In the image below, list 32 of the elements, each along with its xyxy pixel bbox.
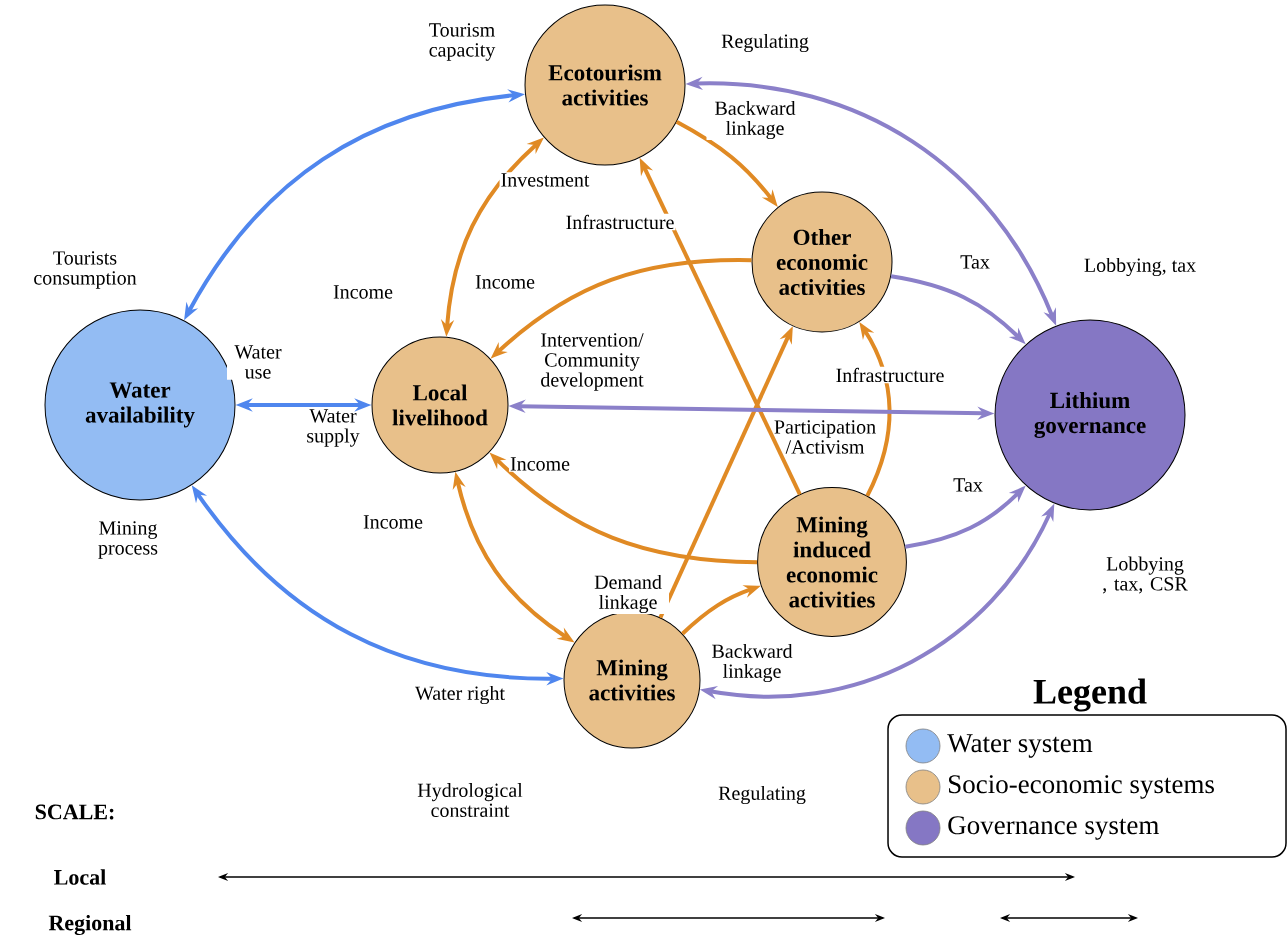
note-text: Tourists consumption <box>34 251 137 289</box>
edge-label: Income <box>362 514 424 530</box>
edge-label: Regulating <box>717 784 807 806</box>
edge-label: Water use <box>227 344 289 380</box>
edge-label: Investment <box>499 172 591 188</box>
legend-label: Water system <box>947 734 1093 758</box>
legend-title: Legend <box>1033 678 1147 712</box>
legend-label: Governance system <box>948 816 1159 840</box>
edge-label: Income <box>509 456 571 472</box>
note-text: Hydrological constraint <box>417 782 523 818</box>
legend-label: Socio-economic systems <box>949 775 1214 799</box>
note-text: Participation /Activism <box>774 420 876 454</box>
edge-label: Tax <box>959 254 991 270</box>
scale-label: SCALE: <box>35 804 114 820</box>
scale-label: Local <box>54 869 106 885</box>
note-text: Lobbying , tax, CSR <box>1103 556 1188 594</box>
note-text: Water supply <box>307 409 360 447</box>
edge-label: Regulating <box>720 32 810 54</box>
edge-label: Tax <box>952 477 984 493</box>
edge-label: Backward linkage <box>706 99 804 141</box>
edge-label: Demand linkage <box>587 573 669 615</box>
edge-label: Infrastructure <box>834 366 946 384</box>
note-text: Lobbying, tax <box>1084 257 1196 277</box>
edge-label: Infrastructure <box>564 213 676 231</box>
edge-label: Backward linkage <box>703 642 801 684</box>
scale-label: Regional <box>48 914 132 936</box>
edge-label: Intervention/ Community development <box>528 332 656 392</box>
note-text: Income <box>333 285 393 299</box>
edge-label: Income <box>474 274 536 290</box>
note-text: Water right <box>415 685 505 705</box>
edge-label: Mining process <box>84 520 172 560</box>
edge-label: Tourism capacity <box>416 22 508 62</box>
